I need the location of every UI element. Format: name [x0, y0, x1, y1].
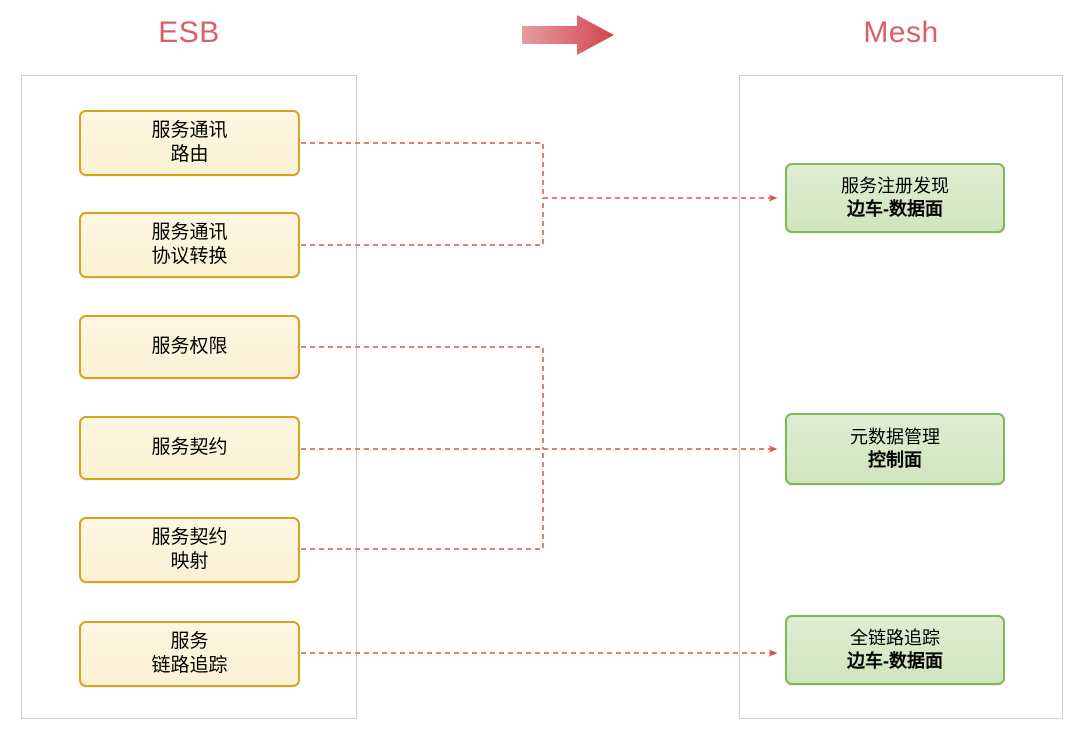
node-line-1: 全链路追踪	[850, 627, 940, 648]
column-title-mesh: Mesh	[863, 16, 939, 49]
node-line-1: 元数据管理	[850, 426, 940, 447]
node-line-1: 服务契约	[151, 526, 228, 548]
node-line-1: 服务通讯	[151, 119, 228, 141]
node-line-1: 服务权限	[151, 335, 228, 357]
node-line-2: 链路追踪	[151, 655, 228, 676]
node-line-2: 控制面	[868, 450, 922, 470]
mesh-node-full-link-tracing[interactable]: 全链路追踪 边车-数据面	[785, 615, 1005, 685]
esb-node-service-comm-protocol[interactable]: 服务通讯 协议转换	[79, 212, 300, 278]
node-line-2: 路由	[170, 144, 209, 165]
mesh-node-metadata-management[interactable]: 元数据管理 控制面	[785, 413, 1005, 485]
node-line-1: 服务通讯	[151, 221, 228, 243]
node-line-2: 协议转换	[151, 246, 228, 267]
esb-node-service-tracing[interactable]: 服务 链路追踪	[79, 621, 300, 687]
esb-node-service-permission[interactable]: 服务权限	[79, 315, 300, 379]
esb-node-service-comm-routing[interactable]: 服务通讯 路由	[79, 110, 300, 176]
node-line-2: 边车-数据面	[847, 651, 943, 671]
esb-node-service-contract[interactable]: 服务契约	[79, 416, 300, 480]
node-line-1: 服务注册发现	[841, 175, 949, 196]
right-arrow-icon	[522, 15, 614, 55]
mesh-node-service-registry[interactable]: 服务注册发现 边车-数据面	[785, 163, 1005, 233]
esb-node-service-contract-mapping[interactable]: 服务契约 映射	[79, 517, 300, 583]
node-line-1: 服务	[170, 630, 209, 652]
node-line-2: 边车-数据面	[847, 199, 943, 219]
node-line-2: 映射	[170, 551, 209, 572]
node-line-1: 服务契约	[151, 436, 228, 458]
column-title-esb: ESB	[158, 16, 220, 49]
